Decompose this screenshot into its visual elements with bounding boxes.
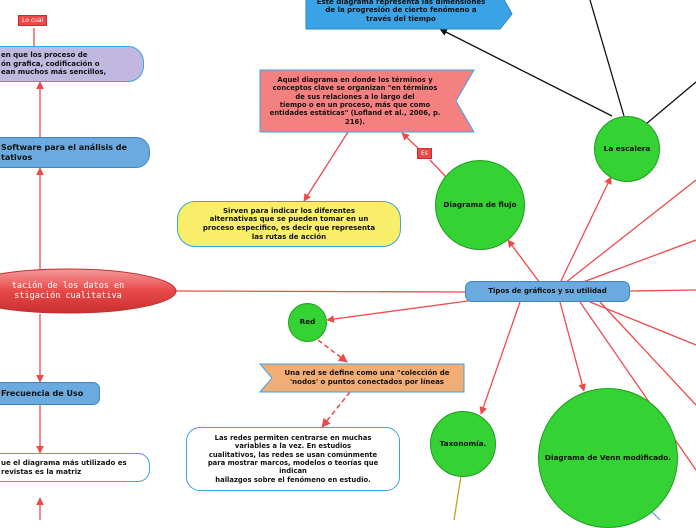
connector (559, 301, 586, 392)
networks-usage-note[interactable]: Las redes permiten centrarse en muchas v… (186, 427, 400, 491)
network-circle[interactable]: Red (288, 303, 327, 342)
connector (439, 28, 613, 117)
connector (645, 81, 696, 125)
connector (651, 511, 661, 520)
connector (303, 131, 349, 202)
connector (589, 301, 696, 346)
ladder-circle[interactable]: La escalera (594, 116, 660, 182)
lo-cual-tag: Lo cual (18, 15, 48, 26)
connector (507, 239, 541, 284)
red-definition-banner-shape (258, 363, 465, 393)
connector (429, 159, 448, 179)
central-topic-shape (0, 268, 177, 314)
progression-description[interactable]: Este diagrama representa las dimensiones… (316, 0, 486, 23)
connector (579, 301, 696, 471)
connector (321, 391, 351, 428)
analysis-software[interactable]: Software para el análisis de tativos (0, 137, 150, 168)
connector (629, 289, 696, 292)
connector (599, 301, 696, 406)
venn-circle[interactable]: Diagrama de Venn modificado. (538, 388, 678, 528)
connector (574, 239, 696, 286)
action-routes-note[interactable]: Sirven para indicar los diferentes alter… (177, 201, 401, 247)
connector (326, 299, 476, 323)
software-simplifies-note[interactable]: en que los proceso de ón grafica, codifi… (0, 46, 144, 82)
definition-banner-shape (259, 69, 475, 133)
connector (564, 179, 696, 284)
taxonomy-circle[interactable]: Taxonomía. (430, 411, 496, 477)
flowchart-definition[interactable]: Aquel diagrama en donde los términos y c… (269, 76, 441, 126)
top-banner-shape (305, 0, 513, 30)
connector (317, 339, 348, 363)
usage-frequency[interactable]: Frecuencia de Uso (0, 382, 100, 405)
connector (401, 132, 419, 149)
connector (175, 290, 466, 293)
matrix-note[interactable]: ue el diagrama más utilizado es revistas… (0, 453, 150, 482)
graph-types-hub[interactable]: Tipos de gráficos y su utilidad (465, 281, 630, 302)
flowchart-circle[interactable]: Diagrama de flujo (435, 160, 525, 250)
central-topic[interactable]: tación de los datos en stigación cualita… (11, 280, 125, 301)
connector (589, 0, 625, 117)
es-tag: Es (417, 148, 432, 159)
connector (453, 475, 462, 520)
network-definition[interactable]: Una red se define como una "colección de… (284, 369, 450, 386)
connector (479, 301, 521, 415)
connector (559, 176, 612, 284)
